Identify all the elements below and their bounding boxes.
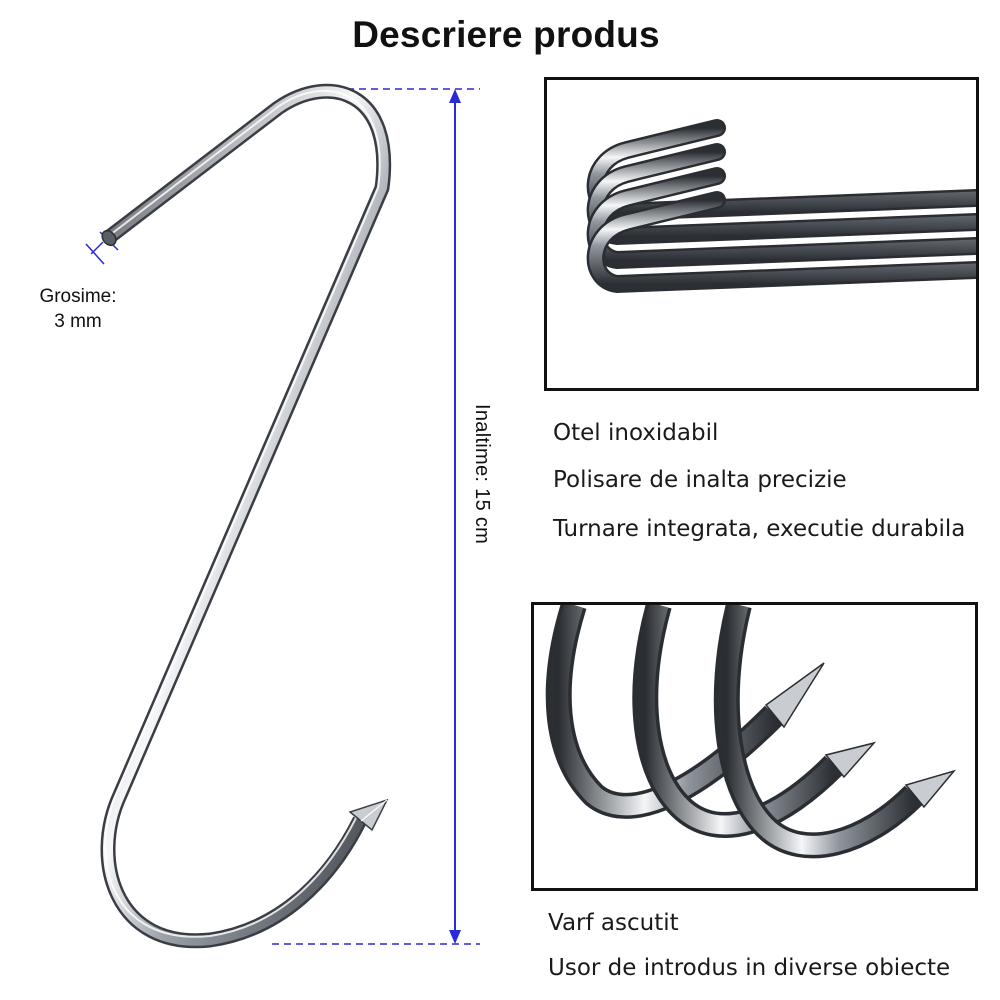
feature-stainless-steel: Otel inoxidabil bbox=[553, 420, 719, 446]
feature-easy-insert: Usor de introdus in diverse obiecte bbox=[548, 955, 951, 981]
feature-integrated-casting: Turnare integrata, executie durabila bbox=[553, 516, 966, 542]
stacked-hooks-photo bbox=[586, 119, 976, 294]
thickness-label: Grosime: 3 mm bbox=[18, 284, 138, 334]
hook-tips-panel bbox=[531, 602, 978, 891]
height-dimension-line bbox=[272, 88, 480, 945]
feature-high-precision-polish: Polisare de inalta precizie bbox=[553, 467, 847, 493]
feature-sharp-tip: Varf ascutit bbox=[548, 910, 679, 936]
thickness-title: Grosime: bbox=[39, 286, 117, 307]
hook-tips-photo bbox=[545, 605, 957, 859]
page-title: Descriere produs bbox=[352, 14, 660, 55]
height-label: Inaltime: 15 cm bbox=[471, 404, 493, 545]
hook-cut-end bbox=[101, 229, 117, 247]
thickness-value: 3 mm bbox=[54, 311, 102, 332]
s-hook-body bbox=[100, 83, 392, 949]
stacked-hooks-panel bbox=[544, 77, 979, 391]
